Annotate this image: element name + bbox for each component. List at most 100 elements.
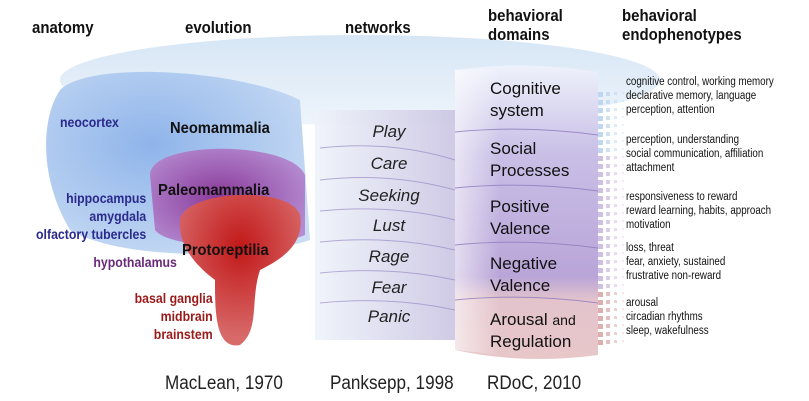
grid-dot [598,276,603,281]
grid-dot [614,324,617,327]
grid-dot [606,252,610,256]
header-evolution: evolution [185,18,252,37]
grid-dot [598,252,603,257]
endo-item: declarative memory, language [626,90,757,102]
grid-dot [614,308,617,311]
networks-band [315,110,460,340]
endo-item: social communication, affiliation [626,148,764,160]
grid-dot [614,244,617,247]
grid-dot [614,236,617,239]
network-care: Care [370,154,408,173]
grid-dot [606,300,610,304]
grid-dot [622,340,624,342]
grid-dot [606,316,610,320]
domain-line: Positive [490,197,550,216]
dot-grid [598,92,624,345]
grid-dot [606,204,610,208]
grid-dot [598,340,603,345]
grid-dot [614,148,617,151]
grid-dot [614,124,617,127]
grid-dot [606,116,610,120]
grid-dot [606,124,610,128]
label-olfactory-tubercles: olfactory tubercles [35,226,146,242]
footer-rdoc: RDoC, 2010 [487,373,582,394]
footer-panksepp: Panksepp, 1998 [330,373,454,394]
label-amygdala: amygdala [89,208,146,224]
grid-dot [598,132,603,137]
grid-dot [614,92,617,95]
grid-dot [614,300,617,303]
grid-dot [614,252,617,255]
label-brainstem: brainstem [154,326,213,342]
grid-dot [622,252,624,254]
network-fear: Fear [371,278,407,297]
grid-dot [622,212,624,214]
header-anatomy: anatomy [32,18,94,37]
endo-item: frustrative non-reward [626,270,722,282]
grid-dot [614,116,617,119]
grid-dot [598,92,603,97]
grid-dot [614,284,617,287]
grid-dot [606,156,610,160]
grid-dot [622,236,624,238]
domain-line: Valence [490,276,551,295]
grid-dot [606,172,610,176]
grid-dot [598,308,603,313]
grid-dot [622,172,624,174]
label-hippocampus: hippocampus [65,190,146,206]
grid-dot [598,332,603,337]
grid-dot [622,332,624,334]
header-domains-line1: behavioral [488,6,563,25]
grid-dot [606,196,610,200]
endo-item: cognitive control, working memory [626,76,774,88]
grid-dot [606,292,610,296]
grid-dot [622,268,624,270]
header-endo-line2: endophenotypes [622,25,742,44]
grid-dot [622,204,624,206]
grid-dot [598,244,603,249]
grid-dot [614,196,617,199]
grid-dot [606,284,610,288]
grid-dot [614,332,617,335]
grid-dot [614,220,617,223]
grid-dot [606,92,610,96]
grid-dot [622,260,624,262]
header-endophenotypes: behavioral endophenotypes [622,6,742,44]
grid-dot [622,324,624,326]
grid-dot [598,164,603,169]
grid-dot [598,212,603,217]
network-seeking: Seeking [358,186,420,205]
grid-dot [622,244,624,246]
grid-dot [598,236,603,241]
network-lust: Lust [372,216,406,235]
grid-dot [606,220,610,224]
grid-dot [614,132,617,135]
grid-dot [614,268,617,271]
grid-dot [622,124,624,126]
endo-item: reward learning, habits, approach [626,205,772,217]
endo-item: circadian rhythms [626,311,703,323]
grid-dot [622,164,624,166]
grid-dot [606,108,610,112]
grid-dot [622,276,624,278]
grid-dot [614,340,617,343]
grid-dot [622,228,624,230]
grid-dot [622,92,624,94]
grid-dot [622,284,624,286]
domain-line: Valence [490,219,551,238]
grid-dot [598,196,603,201]
grid-dot [606,100,610,104]
grid-dot [598,172,603,177]
header-domains: behavioral domains [488,6,563,44]
grid-dot [606,340,610,344]
grid-dot [622,100,624,102]
grid-dot [598,148,603,153]
header-endo-line1: behavioral [622,6,697,25]
endo-item: loss, threat [626,242,674,254]
grid-dot [598,116,603,121]
